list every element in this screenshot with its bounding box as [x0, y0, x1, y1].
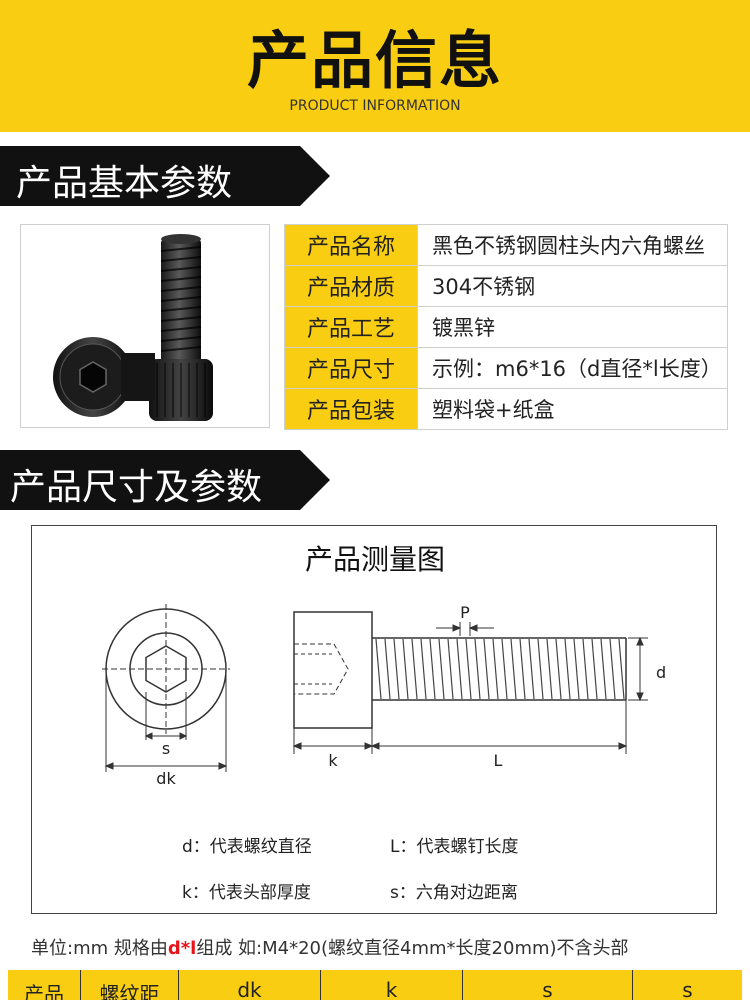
thread-line [501, 638, 508, 700]
thread-line [456, 638, 463, 700]
thread-line [510, 638, 517, 700]
column-header: 产品 [24, 982, 64, 1000]
thread-line [384, 638, 391, 700]
thread-line [483, 638, 490, 700]
thread-line [420, 638, 427, 700]
thread-line [537, 638, 544, 700]
size-table-header: 产品 螺纹距 dk k s s [8, 970, 742, 1000]
measurement-diagram: 产品测量图 s dk [31, 525, 717, 914]
unit-note: 单位:mm 规格由d*l组成 如:M4*20(螺纹直径4mm*长度20mm)不含… [31, 934, 629, 960]
thread-line [618, 638, 625, 700]
thread-line [582, 638, 589, 700]
dim-label-k: k [328, 751, 338, 770]
thread-line [465, 638, 472, 700]
note-prefix: 单位:mm 规格由 [31, 938, 168, 959]
spec-value: 304不锈钢 [417, 265, 728, 307]
column-header: dk [178, 970, 320, 1000]
table-row: 产品尺寸 示例：m6*16（d直径*l长度） [284, 347, 728, 389]
thread-line [411, 638, 418, 700]
note-suffix: 组成 如:M4*20(螺纹直径4mm*长度20mm)不含头部 [196, 938, 629, 959]
table-row: 产品名称 黑色不锈钢圆柱头内六角螺丝 [284, 224, 728, 266]
spec-table: 产品名称 黑色不锈钢圆柱头内六角螺丝 产品材质 304不锈钢 产品工艺 镀黑锌 … [284, 224, 728, 430]
thread-line [402, 638, 409, 700]
page-title: 产品信息 [246, 24, 503, 97]
thread-line [375, 638, 382, 700]
thread-line [474, 638, 481, 700]
thread-line [546, 638, 553, 700]
diagram-title: 产品测量图 [304, 543, 445, 576]
thread-line [600, 638, 607, 700]
column-header: s [632, 970, 742, 1000]
screw-technical-drawing: s dk P [102, 603, 666, 788]
spec-key: 产品工艺 [284, 306, 418, 348]
thread-line [519, 638, 526, 700]
thread-lines [375, 638, 625, 700]
thread-line [564, 638, 571, 700]
head-top-view [102, 604, 230, 772]
dim-label-s: s [162, 739, 170, 758]
thread-line [573, 638, 580, 700]
page-subtitle: PRODUCT INFORMATION [289, 98, 461, 114]
column-header: s [462, 970, 632, 1000]
spec-key: 产品名称 [284, 224, 418, 266]
dim-label-l: L [494, 751, 503, 770]
spec-value: 示例：m6*16（d直径*l长度） [417, 347, 728, 389]
spec-key: 产品材质 [284, 265, 418, 307]
screw-photo-illustration [53, 234, 213, 421]
legend-k: k：代表头部厚度 [182, 883, 311, 903]
table-row: 产品包装 塑料袋+纸盒 [284, 388, 728, 430]
table-row: 产品工艺 镀黑锌 [284, 306, 728, 348]
legend-s: s：六角对边距离 [390, 883, 518, 903]
thread-line [528, 638, 535, 700]
top-banner: 产品信息 PRODUCT INFORMATION [0, 0, 750, 132]
thread-line [609, 638, 616, 700]
spec-value: 塑料袋+纸盒 [417, 388, 728, 430]
thread-line [393, 638, 400, 700]
note-highlight: d*l [167, 938, 197, 959]
product-image [20, 224, 270, 428]
thread-line [555, 638, 562, 700]
thread-line [447, 638, 454, 700]
column-header: 螺纹距 [80, 970, 178, 1000]
thread-line [492, 638, 499, 700]
spec-value: 黑色不锈钢圆柱头内六角螺丝 [417, 224, 728, 266]
thread-line [591, 638, 598, 700]
spec-value: 镀黑锌 [417, 306, 728, 348]
spec-key: 产品包装 [284, 388, 418, 430]
legend-l: L：代表螺钉长度 [390, 837, 519, 857]
spec-key: 产品尺寸 [284, 347, 418, 389]
dim-label-p: P [460, 603, 470, 622]
legend-d: d：代表螺纹直径 [182, 837, 312, 857]
column-header: k [320, 970, 462, 1000]
screw-side-view [293, 611, 627, 729]
table-row: 产品材质 304不锈钢 [284, 265, 728, 307]
section-title: 产品尺寸及参数 [10, 467, 263, 508]
section-title: 产品基本参数 [16, 163, 233, 204]
thread-line [438, 638, 445, 700]
dim-label-dk: dk [156, 769, 176, 788]
thread-line [429, 638, 436, 700]
dim-label-d: d [656, 663, 666, 682]
